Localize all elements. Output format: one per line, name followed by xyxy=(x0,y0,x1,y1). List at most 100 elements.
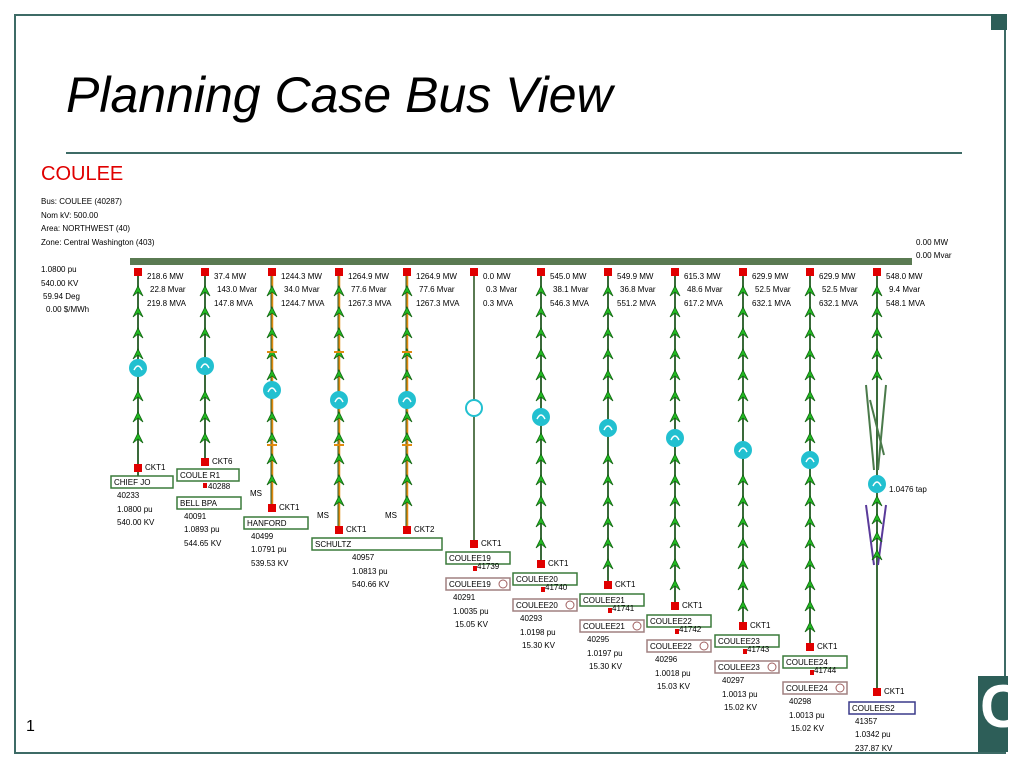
bottom-breaker-11[interactable] xyxy=(873,688,881,696)
top-breaker-8[interactable] xyxy=(671,268,679,276)
branch-mw-9: 629.9 MW xyxy=(752,272,789,281)
flow-indicator-icon[interactable] xyxy=(129,359,147,377)
bus-name[interactable]: COULEE xyxy=(41,163,124,185)
flow-indicator-icon[interactable] xyxy=(666,429,684,447)
bell-bpa-num: 40091 xyxy=(184,512,207,521)
flow-indicator-icon[interactable] xyxy=(465,399,483,417)
flow-indicator-icon[interactable] xyxy=(599,419,617,437)
generator-icon[interactable] xyxy=(835,683,845,693)
bus-coulee21-box[interactable] xyxy=(579,593,645,607)
top-breaker-10[interactable] xyxy=(806,268,814,276)
ckt-label-7: CKT1 xyxy=(615,580,636,589)
bottom-breaker-9[interactable] xyxy=(739,622,747,630)
flow-indicator-icon[interactable] xyxy=(868,475,886,493)
gen-coulee24-label: COULEE24 xyxy=(786,684,828,693)
bottom-breaker-10[interactable] xyxy=(806,643,814,651)
bus-coulee22-box[interactable] xyxy=(646,614,712,628)
top-breaker-3[interactable] xyxy=(335,268,343,276)
top-breaker-7[interactable] xyxy=(604,268,612,276)
small-breaker[interactable] xyxy=(608,608,612,613)
top-breaker-11[interactable] xyxy=(873,268,881,276)
bottom-breaker-3[interactable] xyxy=(335,526,343,534)
flow-arrow xyxy=(602,495,614,507)
branch-mva-11: 548.1 MVA xyxy=(886,299,926,308)
generator-icon[interactable] xyxy=(632,621,642,631)
bus-coule-r1-box[interactable] xyxy=(176,468,240,482)
flow-arrow xyxy=(401,432,413,444)
gen-coulee20-label: COULEE20 xyxy=(516,601,558,610)
top-breaker-2[interactable] xyxy=(268,268,276,276)
bus-schultz-box[interactable] xyxy=(311,537,443,551)
bus-coulees2-box[interactable] xyxy=(848,701,916,715)
branch-mw-6: 545.0 MW xyxy=(550,272,587,281)
main-bus-bar[interactable] xyxy=(130,258,912,265)
bottom-breaker-2[interactable] xyxy=(268,504,276,512)
flow-arrow xyxy=(401,285,413,297)
generator-icon[interactable] xyxy=(565,600,575,610)
flow-arrow xyxy=(132,285,144,297)
small-breaker[interactable] xyxy=(810,670,814,675)
small-breaker[interactable] xyxy=(203,483,207,488)
bus-schultz-label: SCHULTZ xyxy=(315,540,351,549)
bus-info-id: Bus: COULEE (40287) xyxy=(41,197,122,206)
generator-icon[interactable] xyxy=(699,641,709,651)
bus-coulee23-box[interactable] xyxy=(714,634,780,648)
flow-indicator-icon[interactable] xyxy=(398,391,416,409)
bus-kv: 540.00 KV xyxy=(41,279,79,288)
flow-arrow xyxy=(132,327,144,339)
flow-indicator-mark xyxy=(133,365,143,371)
gen-coulee20-box[interactable] xyxy=(512,598,578,612)
slide-number: 1 xyxy=(26,718,35,735)
flow-arrow xyxy=(266,453,278,465)
flow-arrow xyxy=(804,411,816,423)
top-breaker-5[interactable] xyxy=(470,268,478,276)
generator-icon[interactable] xyxy=(498,579,508,589)
gen-coulee23-box[interactable] xyxy=(714,660,780,674)
bottom-breaker-4[interactable] xyxy=(403,526,411,534)
top-breaker-6[interactable] xyxy=(537,268,545,276)
small-breaker[interactable] xyxy=(743,649,747,654)
gen-coulee22-box[interactable] xyxy=(646,639,712,653)
small-breaker[interactable] xyxy=(675,629,679,634)
bottom-breaker-1[interactable] xyxy=(201,458,209,466)
bottom-breaker-8[interactable] xyxy=(671,602,679,610)
top-breaker-0[interactable] xyxy=(134,268,142,276)
flow-arrow xyxy=(804,579,816,591)
flow-arrow xyxy=(266,369,278,381)
bus-coulee19-box[interactable] xyxy=(445,551,511,565)
flow-indicator-icon[interactable] xyxy=(263,381,281,399)
bus-coulee24-box[interactable] xyxy=(782,655,848,669)
small-breaker[interactable] xyxy=(541,587,545,592)
bus-hanford-box[interactable] xyxy=(243,516,309,530)
flow-arrow xyxy=(199,411,211,423)
branch-mva-9: 632.1 MVA xyxy=(752,299,792,308)
tag-coulee19: 41739 xyxy=(477,562,500,571)
bottom-breaker-0[interactable] xyxy=(134,464,142,472)
bus-bell-bpa-box[interactable] xyxy=(176,496,242,510)
generator-icon[interactable] xyxy=(767,662,777,672)
bottom-breaker-5[interactable] xyxy=(470,540,478,548)
bus-coulee20-box[interactable] xyxy=(512,572,578,586)
top-breaker-1[interactable] xyxy=(201,268,209,276)
top-breaker-9[interactable] xyxy=(739,268,747,276)
bottom-breaker-7[interactable] xyxy=(604,581,612,589)
gen-coulee19-box[interactable] xyxy=(445,577,511,591)
flow-indicator-icon[interactable] xyxy=(196,357,214,375)
gen-coulee22-label: COULEE22 xyxy=(650,642,692,651)
flow-arrow xyxy=(535,348,547,360)
branch-mw-7: 549.9 MW xyxy=(617,272,654,281)
flow-indicator-icon[interactable] xyxy=(532,408,550,426)
small-breaker[interactable] xyxy=(473,566,477,571)
branch-mw-4: 1264.9 MW xyxy=(416,272,457,281)
top-breaker-4[interactable] xyxy=(403,268,411,276)
flow-arrow xyxy=(602,306,614,318)
gen-coulee21-box[interactable] xyxy=(579,619,645,633)
flow-indicator-icon[interactable] xyxy=(801,451,819,469)
bus-hanford-label: HANFORD xyxy=(247,519,287,528)
flow-indicator-icon[interactable] xyxy=(330,391,348,409)
gen-coulee24-box[interactable] xyxy=(782,681,848,695)
bus-chief-jo-box[interactable] xyxy=(110,475,174,489)
flow-indicator-icon[interactable] xyxy=(734,441,752,459)
bottom-breaker-6[interactable] xyxy=(537,560,545,568)
flow-indicator-mark xyxy=(536,414,546,420)
